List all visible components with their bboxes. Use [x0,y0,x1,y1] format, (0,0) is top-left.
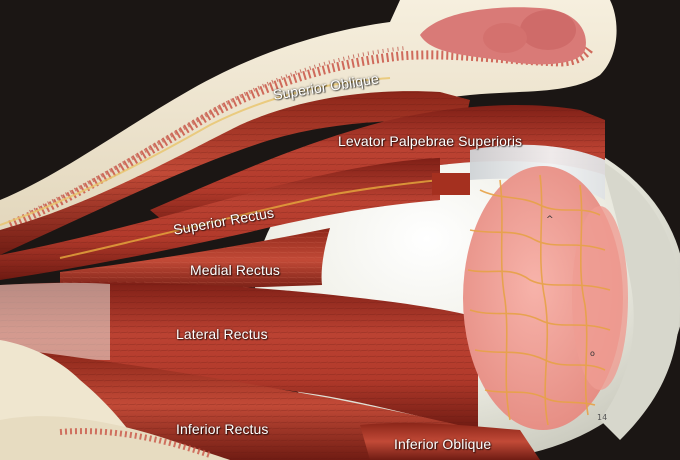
cornea-vein-network [467,174,611,426]
model-marking-2: o [590,349,595,358]
globe-shadow [600,160,680,440]
sinus-lobe [520,10,576,50]
label-levator-palpebrae-superioris: Levator Palpebrae Superioris [338,133,523,149]
cornea-rim [572,206,628,390]
superior-rectus-fibers [0,158,440,280]
inferior-oblique-muscle [360,422,540,460]
label-inferior-rectus: Inferior Rectus [176,421,269,437]
bone-marrow-band-2 [29,46,406,214]
superior-rectus-tendon [432,173,470,195]
annulus-tendon [0,282,110,360]
superior-oblique-fibers [0,91,470,256]
label-inferior-oblique: Inferior Oblique [394,436,492,452]
lateral-rectus-fibers [0,282,478,430]
bone-marrow-lower [59,428,211,458]
frontal-nerve [0,77,391,226]
model-marking-3: 14 [597,413,607,422]
label-medial-rectus: Medial Rectus [190,262,281,278]
orbital-floor-bone-edge [0,416,230,460]
model-marking-1: ^ [546,215,554,225]
superior-rectus-vessel [59,179,441,259]
sinus-lobe-2 [483,23,527,53]
label-lateral-rectus: Lateral Rectus [176,326,268,342]
medial-rectus-fibers [60,228,330,292]
bone-marrow-band [8,45,594,230]
